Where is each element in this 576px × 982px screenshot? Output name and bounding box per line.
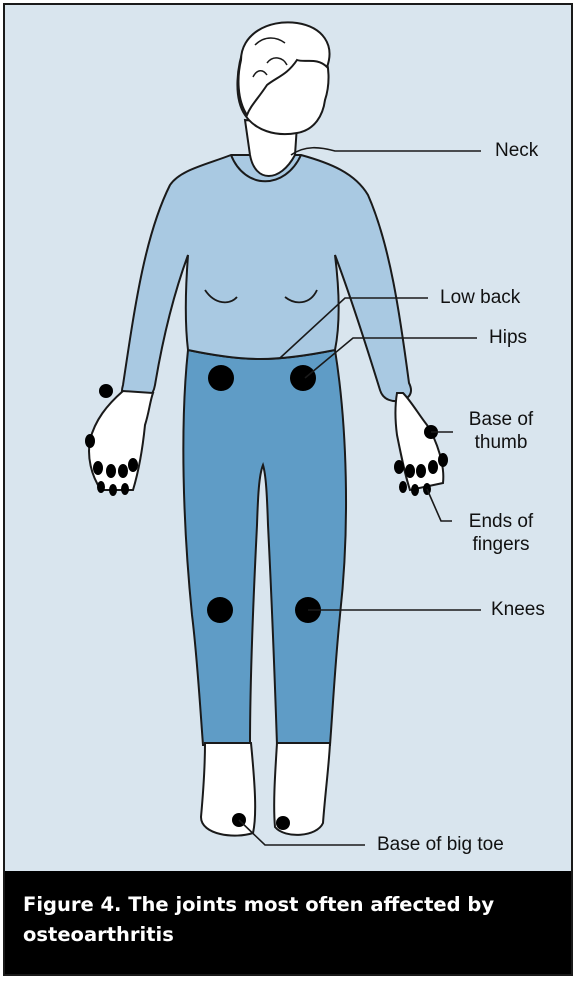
label-base-of-thumb: Base of thumb [461,408,541,454]
label-ends-of-fingers-line2: fingers [461,533,541,556]
hip-left-marker [208,365,234,391]
label-base-of-big-toe: Base of big toe [377,833,504,856]
label-hips: Hips [489,326,527,349]
figure-caption: Figure 4. The joints most often affected… [5,871,571,974]
label-ends-of-fingers-line1: Ends of [461,510,541,533]
figure-panel: Neck Low back Hips Base of thumb Ends of… [3,3,573,976]
label-knees: Knees [491,598,545,621]
fingers-leader [427,489,452,521]
knee-left-marker [207,597,233,623]
left-foot [201,743,255,836]
label-neck: Neck [495,139,538,162]
label-low-back: Low back [440,286,520,309]
neck-leader [291,148,481,155]
big-toe-right-marker [276,816,290,830]
label-base-of-thumb-line1: Base of [461,408,541,431]
hip-right-marker [290,365,316,391]
pants [183,350,346,745]
label-ends-of-fingers: Ends of fingers [461,510,541,556]
label-base-of-thumb-line2: thumb [461,431,541,454]
thumb-left-marker [99,384,113,398]
